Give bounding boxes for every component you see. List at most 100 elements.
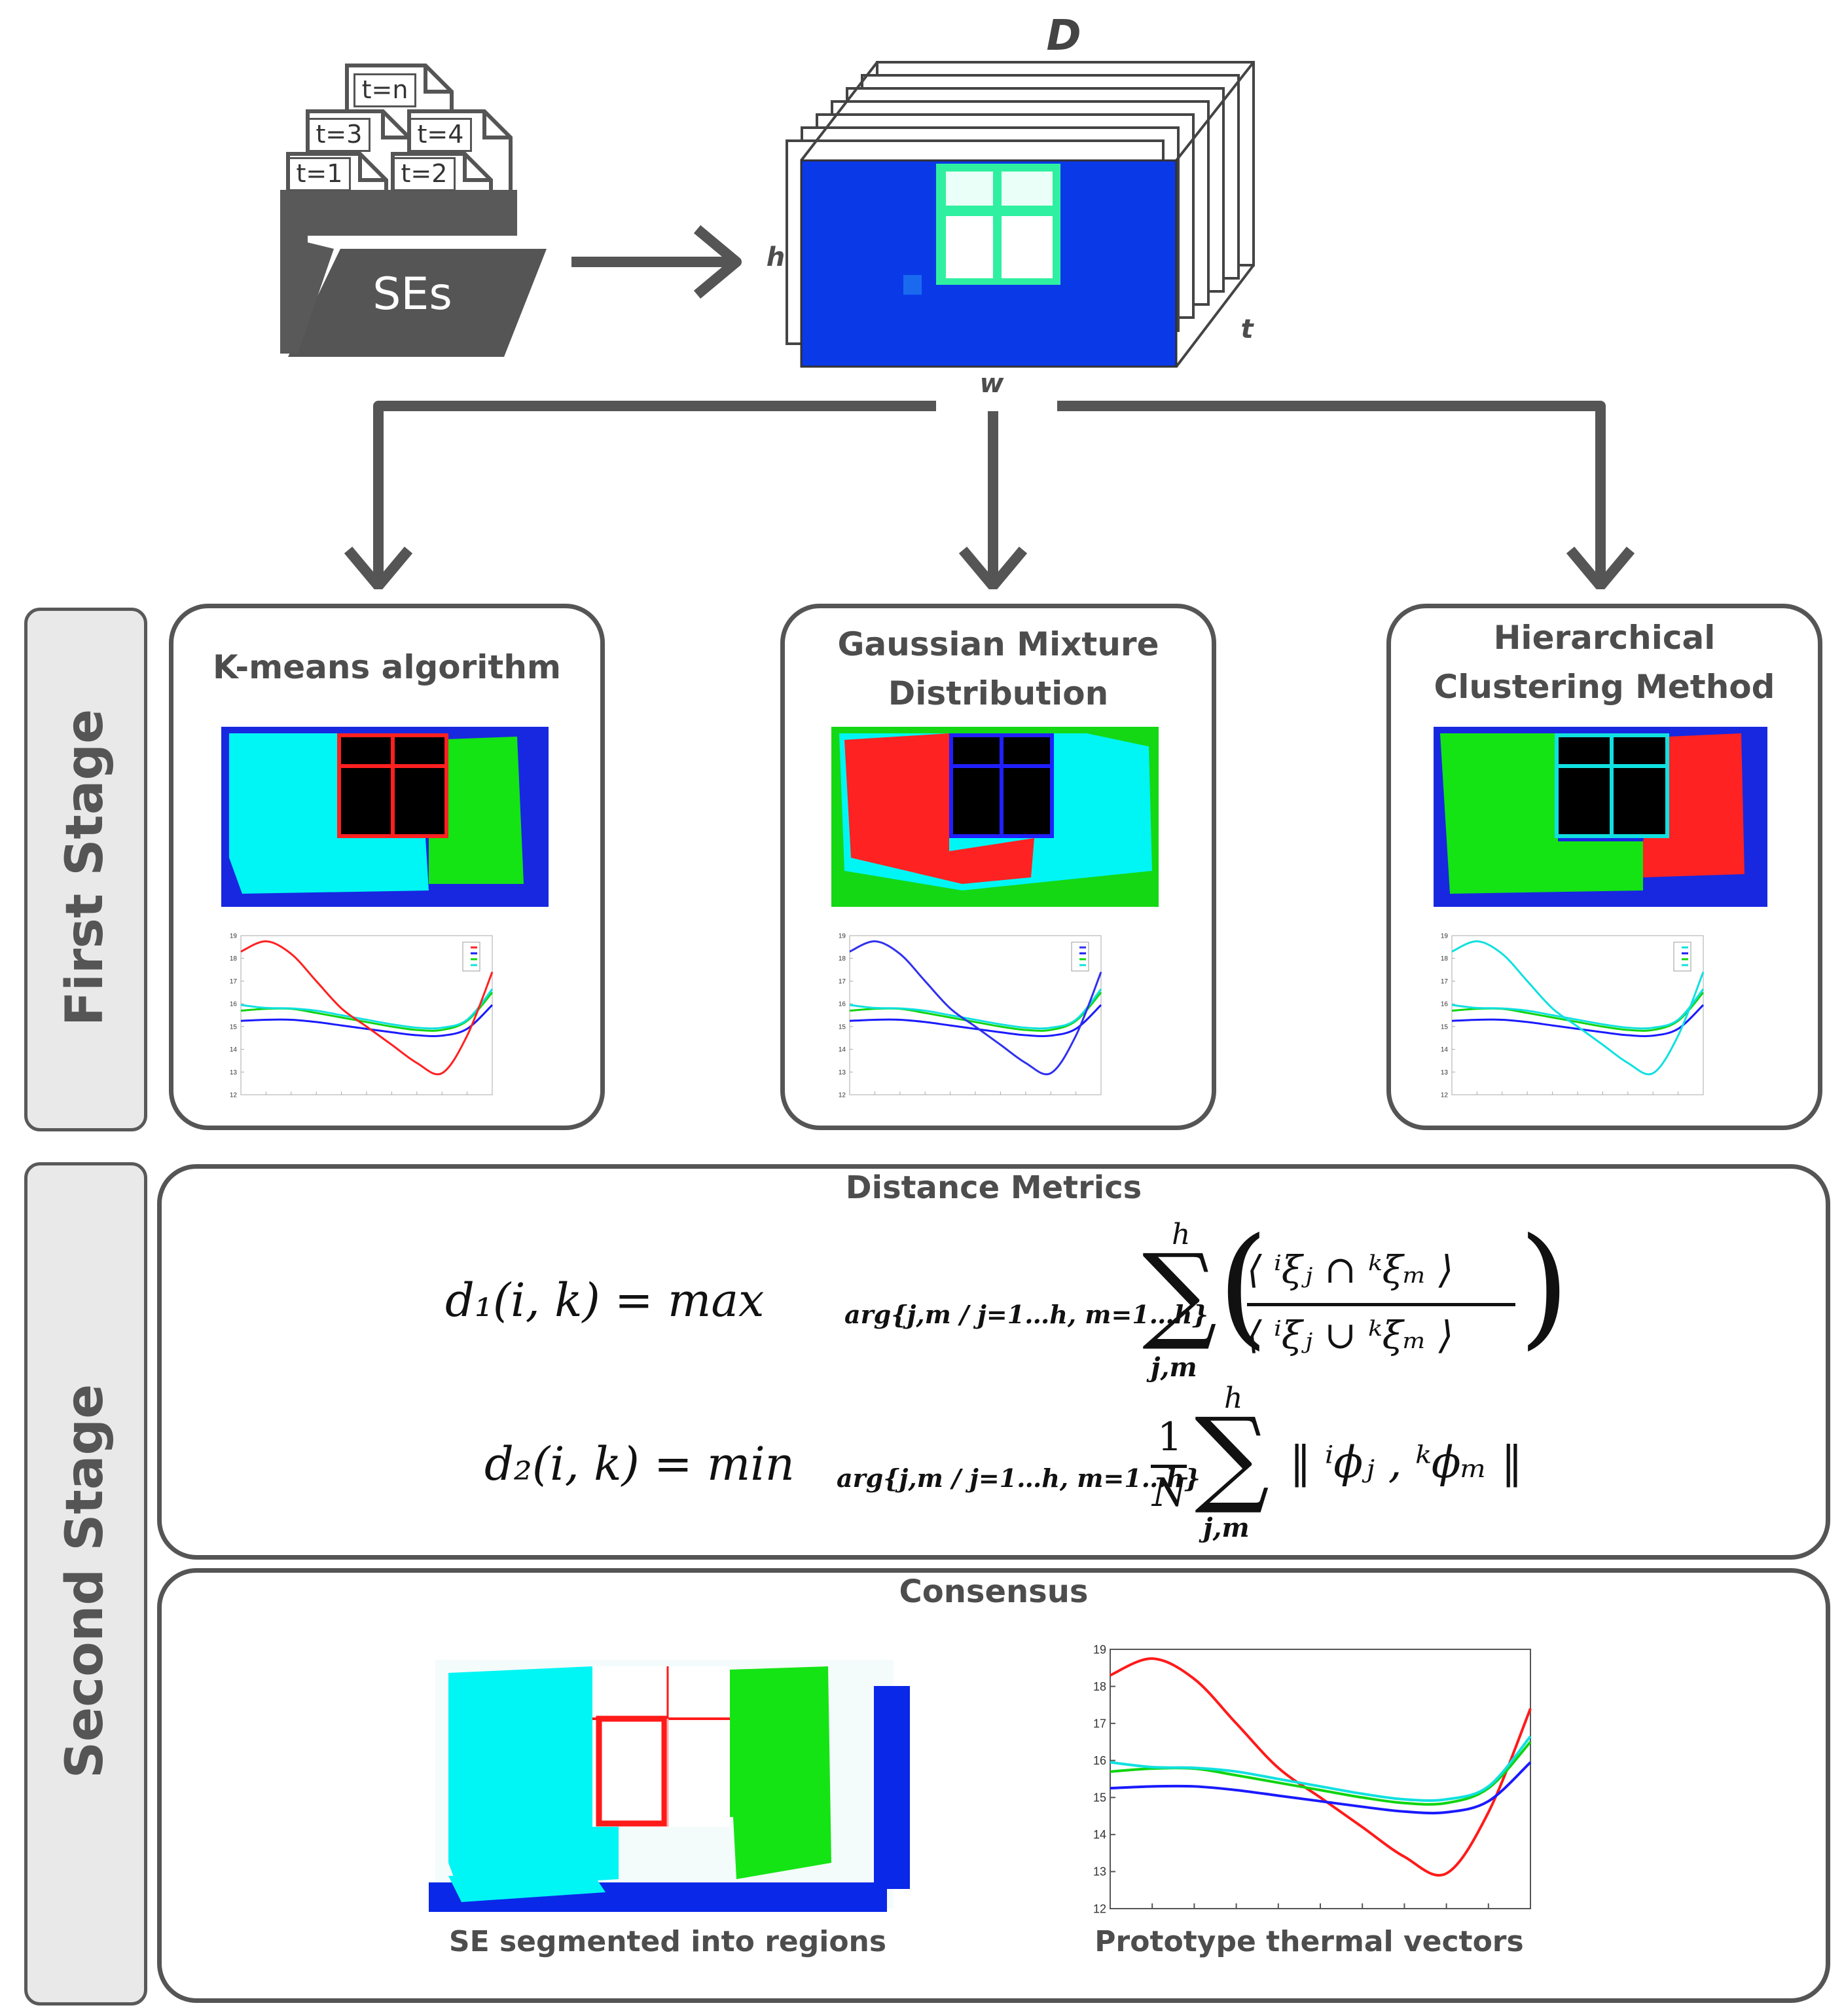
consensus-plot-caption: Prototype thermal vectors [1094,1925,1524,1958]
second-stage-label: Second Stage [56,1384,115,1779]
consensus-box [157,1568,1830,2003]
y-tick-label: 16 [1093,1754,1106,1767]
first-stage-tab [24,608,147,1131]
plot-frame [1451,935,1704,1095]
y-tick-label: 13 [839,1069,846,1076]
d1-lhs: d₁(i, k) = max [445,1274,765,1327]
d2-subscript: arg{j,m / j=1…h, m=1…h} [837,1463,1201,1493]
series-line-1 [1451,1004,1705,1037]
file-tag-tn: t=n [353,73,416,107]
d1-numerator: ⟨ ⁱξⱼ ∩ ᵏξₘ ⟩ [1247,1247,1454,1292]
cube-axis-w: w [979,369,1004,399]
plot-frame [240,935,493,1095]
arrow-to-cube [571,225,742,299]
segmentation-thumbnails [221,727,1767,907]
cube-axis-h: h [766,242,786,272]
gmm-title-line1: Gaussian Mixture [837,625,1159,663]
folder-icon [288,249,547,357]
kmeans-title: K-means algorithm [212,648,562,686]
y-tick-label: 12 [1093,1902,1106,1915]
d2-sigma: ∑ [1195,1395,1270,1517]
y-tick-label: 17 [1441,978,1449,985]
gmm-title-line2: Distribution [888,674,1109,712]
y-tick-label: 12 [1441,1092,1449,1099]
y-tick-label: 15 [1441,1023,1449,1031]
y-tick-label: 15 [1093,1791,1106,1805]
series-line-3 [240,988,494,1030]
series-line-1 [849,1004,1102,1037]
y-tick-label: 17 [230,978,238,985]
y-tick-label: 19 [1441,933,1449,940]
kmeans-segmentation-image [221,727,549,907]
y-tick-label: 12 [839,1092,846,1099]
series-line-0 [1110,1657,1532,1877]
y-tick-label: 14 [839,1046,846,1054]
input-pipeline-graphic [280,61,1635,589]
hier-segmentation-image [1434,727,1767,907]
hier-thermal-plot: 12 13 14 15 16 17 18 19 [1441,933,1705,1099]
file-tag-t4: t=4 [409,118,472,152]
y-tick-label: 17 [1093,1717,1106,1730]
series-line-1 [240,1004,494,1037]
d1-open-paren: ( [1218,1210,1269,1363]
y-tick-label: 18 [230,955,238,962]
y-tick-label: 18 [1441,955,1449,962]
d1-fraction-bar [1247,1303,1515,1306]
d1-denominator: ⟨ ⁱξⱼ ∪ ᵏξₘ ⟩ [1247,1313,1454,1357]
file-tag-t1: t=1 [288,157,351,191]
y-tick-label: 19 [1093,1643,1106,1656]
d2-frac-den: N [1152,1470,1187,1516]
file-tag-t2: t=2 [393,157,456,191]
series-line-3 [1451,988,1705,1030]
y-tick-label: 18 [1093,1680,1106,1693]
y-tick-label: 12 [230,1092,238,1099]
second-stage-tab [24,1162,147,2006]
series-line-0 [849,940,1102,1076]
y-tick-label: 13 [1441,1069,1449,1076]
cube-title: D [1046,12,1081,60]
distance-metrics-box [157,1164,1830,1560]
d2-fraction-bar [1151,1465,1187,1468]
prototype-thermal-vectors-plot: 12 13 14 15 16 17 18 19 [1093,1643,1532,1915]
distance-metrics-title: Distance Metrics [845,1169,1142,1206]
d1-close-paren: ) [1519,1210,1570,1363]
y-tick-label: 18 [839,955,846,962]
series-line-0 [1451,940,1705,1076]
y-tick-label: 14 [230,1046,238,1054]
y-tick-label: 14 [1093,1828,1106,1841]
y-tick-label: 19 [839,933,846,940]
d2-lhs: d₂(i, k) = min [484,1437,795,1491]
d1-sum-bottom: j,m [1151,1352,1197,1383]
d2-frac-num: 1 [1157,1414,1183,1460]
thermal-frame [800,159,1178,368]
series-line-3 [1110,1735,1532,1802]
d2-sum-top: h [1224,1382,1243,1415]
hier-title-line2: Clustering Method [1434,668,1775,706]
file-tag-t3: t=3 [308,118,371,152]
y-tick-label: 13 [230,1069,238,1076]
y-tick-label: 16 [1441,1001,1449,1008]
y-tick-label: 14 [1441,1046,1449,1054]
cube-axis-t: t [1240,314,1254,344]
plot-frame [849,935,1102,1095]
folder-back [280,190,517,236]
hier-title-line1: Hierarchical [1493,619,1716,657]
y-tick-label: 16 [230,1001,238,1008]
series-line-1 [1110,1761,1532,1815]
y-tick-label: 17 [839,978,846,985]
consensus-segmentation-image [422,1653,913,1915]
consensus-seg-caption: SE segmented into regions [448,1925,887,1958]
consensus-title: Consensus [899,1573,1089,1610]
series-line-0 [240,940,494,1076]
series-line-3 [849,988,1102,1030]
d1-sum-top: h [1172,1218,1191,1251]
d2-body: ‖ ⁱϕⱼ , ᵏϕₘ ‖ [1290,1437,1523,1488]
y-tick-label: 19 [230,933,238,940]
y-tick-label: 13 [1093,1865,1106,1879]
d1-sigma: ∑ [1142,1231,1218,1353]
y-tick-label: 15 [839,1023,846,1031]
distribution-arrows [344,401,1635,589]
